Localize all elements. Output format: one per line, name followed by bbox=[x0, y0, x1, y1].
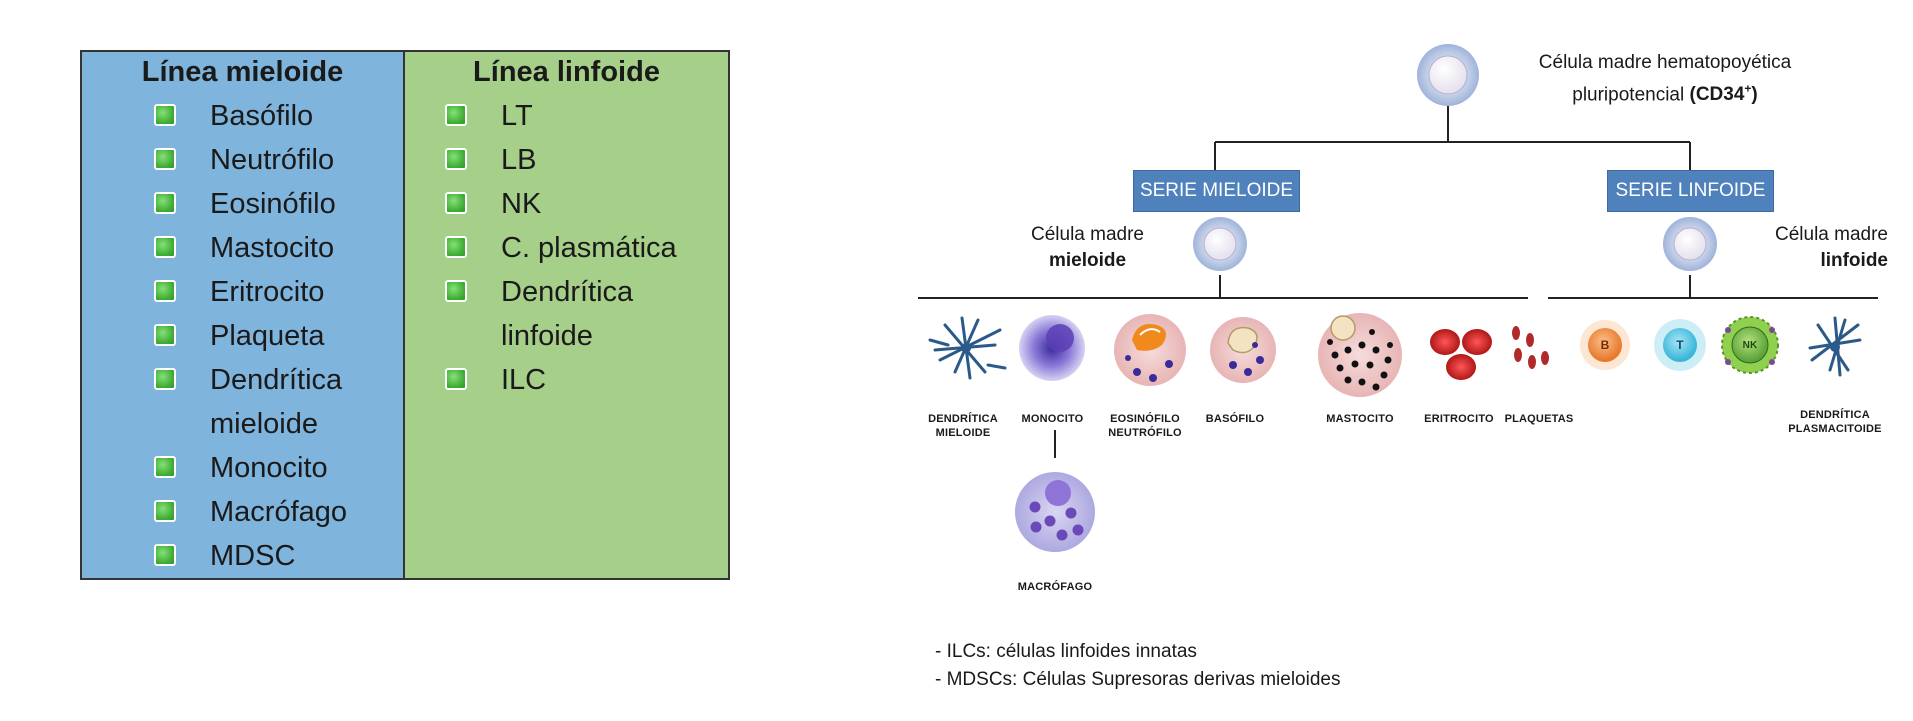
green-bullet-icon bbox=[154, 280, 176, 302]
stem-cell-label-line2: pluripotencial (CD34+) bbox=[1515, 76, 1815, 108]
dendritic-plasmacytoid-label-2: PLASMACITOIDE bbox=[1788, 423, 1882, 435]
list-item: LT bbox=[445, 94, 728, 138]
green-bullet-icon bbox=[445, 280, 467, 302]
stem-cell-label-prefix: pluripotencial bbox=[1572, 84, 1690, 106]
dendritic-myeloid-label-2: MIELOIDE bbox=[935, 427, 991, 439]
green-bullet-icon bbox=[445, 368, 467, 390]
hematopoietic-stem-cell-icon bbox=[1417, 44, 1479, 106]
list-item: MDSC bbox=[154, 534, 403, 578]
stem-cell-close: ) bbox=[1751, 84, 1758, 106]
lymphoid-stem-label: Célula madre linfoide bbox=[1758, 222, 1888, 274]
tree-lines bbox=[918, 106, 1878, 458]
b-cell-icon bbox=[1580, 320, 1630, 370]
myeloid-title: Línea mieloide bbox=[141, 56, 344, 88]
eosinophil-label-1: EOSINÓFILO bbox=[1110, 413, 1180, 425]
nk-cell-letter: NK bbox=[1742, 340, 1758, 351]
list-item: Macrófago bbox=[154, 490, 403, 534]
list-item: Eosinófilo bbox=[154, 182, 403, 226]
platelet-label: PLAQUETAS bbox=[1504, 413, 1574, 425]
macrophage-icon bbox=[1015, 472, 1095, 552]
green-bullet-icon bbox=[154, 544, 176, 566]
dendritic-plasmacytoid-label: DENDRÍTICA PLASMACITOIDE bbox=[1780, 408, 1890, 436]
eosinophil-label-2: NEUTRÓFILO bbox=[1108, 427, 1182, 439]
list-item: Dendrítica linfoide bbox=[445, 270, 728, 358]
myeloid-stem-line1: Célula madre bbox=[1031, 224, 1144, 245]
nk-cell-icon bbox=[1721, 316, 1779, 374]
eosinophil-label: EOSINÓFILO NEUTRÓFILO bbox=[1100, 412, 1190, 440]
eosinophil-icon bbox=[1114, 314, 1186, 386]
list-item: LB bbox=[445, 138, 728, 182]
green-bullet-icon bbox=[154, 500, 176, 522]
dendritic-plasmacytoid-label-1: DENDRÍTICA bbox=[1800, 409, 1870, 421]
green-bullet-icon bbox=[154, 192, 176, 214]
lymphoid-list: LT LB NK C. plasmática Dendrítica linfoi… bbox=[405, 94, 728, 402]
dendritic-plasmacytoid-cell-icon bbox=[1808, 316, 1862, 377]
myeloid-stem-label: Célula madre mieloide bbox=[1030, 222, 1145, 274]
green-bullet-icon bbox=[445, 104, 467, 126]
notes: - ILCs: células linfoides innatas - MDSC… bbox=[935, 638, 1340, 694]
b-cell-letter: B bbox=[1600, 338, 1610, 352]
lymphoid-title: Línea linfoide bbox=[473, 56, 660, 88]
t-cell-letter: T bbox=[1676, 338, 1684, 352]
green-bullet-icon bbox=[154, 236, 176, 258]
stem-cell-label: Célula madre hematopoyética pluripotenci… bbox=[1515, 50, 1815, 108]
macrophage-label: MACRÓFAGO bbox=[1017, 581, 1093, 593]
green-bullet-icon bbox=[445, 236, 467, 258]
green-bullet-icon bbox=[154, 104, 176, 126]
myeloid-list: Basófilo Neutrófilo Eosinófilo Mastocito… bbox=[82, 94, 403, 578]
list-item: NK bbox=[445, 182, 728, 226]
basophil-icon bbox=[1210, 317, 1276, 383]
lymphoid-stem-line1: Célula madre bbox=[1775, 224, 1888, 245]
mast-cell-icon bbox=[1318, 313, 1402, 397]
lymphoid-stem-line2: linfoide bbox=[1820, 250, 1888, 271]
erythrocyte-icon bbox=[1430, 329, 1492, 380]
dendritic-myeloid-label: DENDRÍTICA MIELOIDE bbox=[918, 412, 1008, 440]
green-bullet-icon bbox=[154, 368, 176, 390]
serie-mieloide-box: SERIE MIELOIDE bbox=[1133, 170, 1300, 212]
list-item: Mastocito bbox=[154, 226, 403, 270]
monocyte-icon bbox=[1019, 315, 1085, 381]
list-item: Neutrófilo bbox=[154, 138, 403, 182]
platelet-icon bbox=[1512, 326, 1549, 369]
myeloid-stem-cell-icon bbox=[1193, 217, 1247, 271]
monocyte-label: MONOCITO bbox=[1021, 413, 1084, 425]
lymphoid-column: Línea linfoide LT LB NK C. plasmática De… bbox=[405, 52, 728, 578]
list-item: Basófilo bbox=[154, 94, 403, 138]
mast-cell-label: MASTOCITO bbox=[1326, 413, 1394, 425]
lymphoid-stem-cell-icon bbox=[1663, 217, 1717, 271]
list-item: Monocito bbox=[154, 446, 403, 490]
list-item: Plaqueta bbox=[154, 314, 403, 358]
dendritic-myeloid-cell-icon bbox=[928, 316, 1007, 380]
green-bullet-icon bbox=[445, 192, 467, 214]
list-item: C. plasmática bbox=[445, 226, 728, 270]
erythrocyte-label: ERITROCITO bbox=[1424, 413, 1494, 425]
dendritic-myeloid-label-1: DENDRÍTICA bbox=[928, 413, 998, 425]
green-bullet-icon bbox=[445, 148, 467, 170]
stem-cell-sup: + bbox=[1744, 82, 1752, 96]
t-cell-icon bbox=[1654, 319, 1706, 371]
basophil-label: BASÓFILO bbox=[1205, 413, 1265, 425]
stem-cell-cd34: (CD34 bbox=[1689, 84, 1745, 106]
serie-linfoide-box: SERIE LINFOIDE bbox=[1607, 170, 1774, 212]
list-item: Eritrocito bbox=[154, 270, 403, 314]
myeloid-stem-line2: mieloide bbox=[1048, 250, 1127, 271]
note-ilc: - ILCs: células linfoides innatas bbox=[935, 641, 1197, 662]
stem-cell-label-line1: Célula madre hematopoyética bbox=[1538, 52, 1792, 73]
lineage-table: Línea mieloide Basófilo Neutrófilo Eosin… bbox=[80, 50, 730, 580]
green-bullet-icon bbox=[154, 456, 176, 478]
green-bullet-icon bbox=[154, 324, 176, 346]
green-bullet-icon bbox=[154, 148, 176, 170]
myeloid-column: Línea mieloide Basófilo Neutrófilo Eosin… bbox=[82, 52, 405, 578]
list-item: ILC bbox=[445, 358, 728, 402]
list-item: Dendrítica mieloide bbox=[154, 358, 403, 446]
note-mdsc: - MDSCs: Células Supresoras derivas miel… bbox=[935, 669, 1341, 690]
